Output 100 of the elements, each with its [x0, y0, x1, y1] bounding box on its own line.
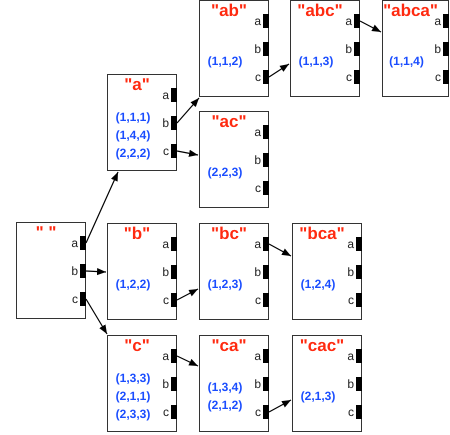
port-label: c [348, 405, 354, 419]
port-label: b [254, 265, 261, 279]
port-label: a [254, 14, 261, 28]
port [346, 70, 360, 84]
state-title: "abc" [296, 1, 344, 21]
port-label: a [162, 237, 169, 251]
port [435, 70, 449, 84]
port-label: b [434, 42, 441, 56]
port [163, 293, 177, 307]
state-title: "bca" [298, 224, 346, 244]
port [347, 237, 362, 251]
port-label: a [345, 14, 352, 28]
port-label: b [162, 265, 169, 279]
tuple-label: (1,1,4) [389, 52, 424, 70]
state-box [199, 0, 269, 97]
tuple-label: (2,2,3) [208, 164, 242, 180]
arrow [176, 98, 200, 124]
tuple-label: (1,1,3) [298, 52, 334, 70]
state-title: "c" [123, 336, 151, 356]
port [254, 237, 269, 251]
port-label: b [71, 264, 78, 278]
port [72, 292, 86, 306]
state-title: "ac" [210, 112, 248, 132]
port-label: b [254, 42, 261, 56]
port-label: a [347, 237, 354, 251]
state-title: "bc" [210, 224, 248, 244]
port-label: c [72, 292, 78, 306]
port-label: c [346, 70, 352, 84]
tuple-label: (2,1,3) [300, 388, 336, 404]
tuple-label: (1,2,2) [116, 276, 150, 292]
port [254, 265, 269, 279]
arrow [360, 20, 382, 33]
state-box [199, 223, 269, 320]
state-box [292, 223, 362, 320]
arrow [268, 64, 290, 78]
port [254, 125, 269, 139]
port [434, 42, 449, 56]
state-box [107, 223, 177, 320]
state-box [199, 111, 269, 208]
port-label: c [348, 293, 354, 307]
state-box [292, 335, 362, 432]
tuple-label: (1,2,4) [300, 276, 336, 292]
port [254, 42, 269, 56]
tuple-label: (1,3,3) [116, 370, 150, 386]
port-label: b [347, 377, 354, 391]
port-label: c [435, 70, 441, 84]
arrow [268, 243, 292, 257]
state-title: "b" [122, 224, 152, 244]
port-label: a [254, 125, 261, 139]
port [162, 265, 177, 279]
state-title: " " [34, 223, 58, 243]
arrow [176, 288, 198, 301]
port-label: b [347, 265, 354, 279]
arrow [176, 355, 198, 367]
port-label: c [163, 405, 169, 419]
port [71, 236, 86, 250]
port [254, 153, 269, 167]
port [71, 264, 86, 278]
port [347, 265, 362, 279]
port-label: c [163, 144, 169, 158]
port [255, 405, 269, 419]
port [162, 377, 177, 391]
tuple-label: (1,4,4) [116, 126, 150, 144]
port [163, 405, 177, 419]
port [254, 377, 269, 391]
port-label: c [163, 293, 169, 307]
port [347, 349, 362, 363]
port-label: c [255, 293, 261, 307]
arrow [268, 399, 292, 413]
port-label: a [71, 236, 78, 250]
port-label: b [254, 153, 261, 167]
state-box [107, 74, 177, 171]
arrow [86, 268, 106, 276]
port [163, 144, 177, 158]
port [162, 88, 177, 102]
port-label: b [162, 116, 169, 130]
port-label: b [254, 377, 261, 391]
tuple-label: (1,2,3) [208, 276, 242, 292]
state-title: "ab" [210, 1, 248, 21]
port [255, 181, 269, 195]
state-box [199, 335, 269, 432]
port [345, 42, 360, 56]
state-box [107, 335, 177, 432]
port-label: c [255, 405, 261, 419]
tuple-label: (2,1,2) [208, 396, 242, 414]
tuple-label: (1,1,1) [116, 108, 150, 126]
port [162, 349, 177, 363]
state-title: "cac" [298, 336, 346, 356]
arrow [85, 298, 108, 334]
tuple-label: (2,1,1) [116, 388, 150, 404]
arrow [85, 172, 119, 244]
tuple-label: (1,1,2) [208, 52, 242, 70]
port [254, 14, 269, 28]
state-box [290, 0, 360, 97]
port-label: b [345, 42, 352, 56]
tuple-label: (2,3,3) [116, 406, 150, 422]
tuple-label: (1,3,4) [208, 378, 242, 396]
port-label: a [162, 349, 169, 363]
port-label: a [254, 237, 261, 251]
state-title: "ca" [210, 336, 248, 356]
